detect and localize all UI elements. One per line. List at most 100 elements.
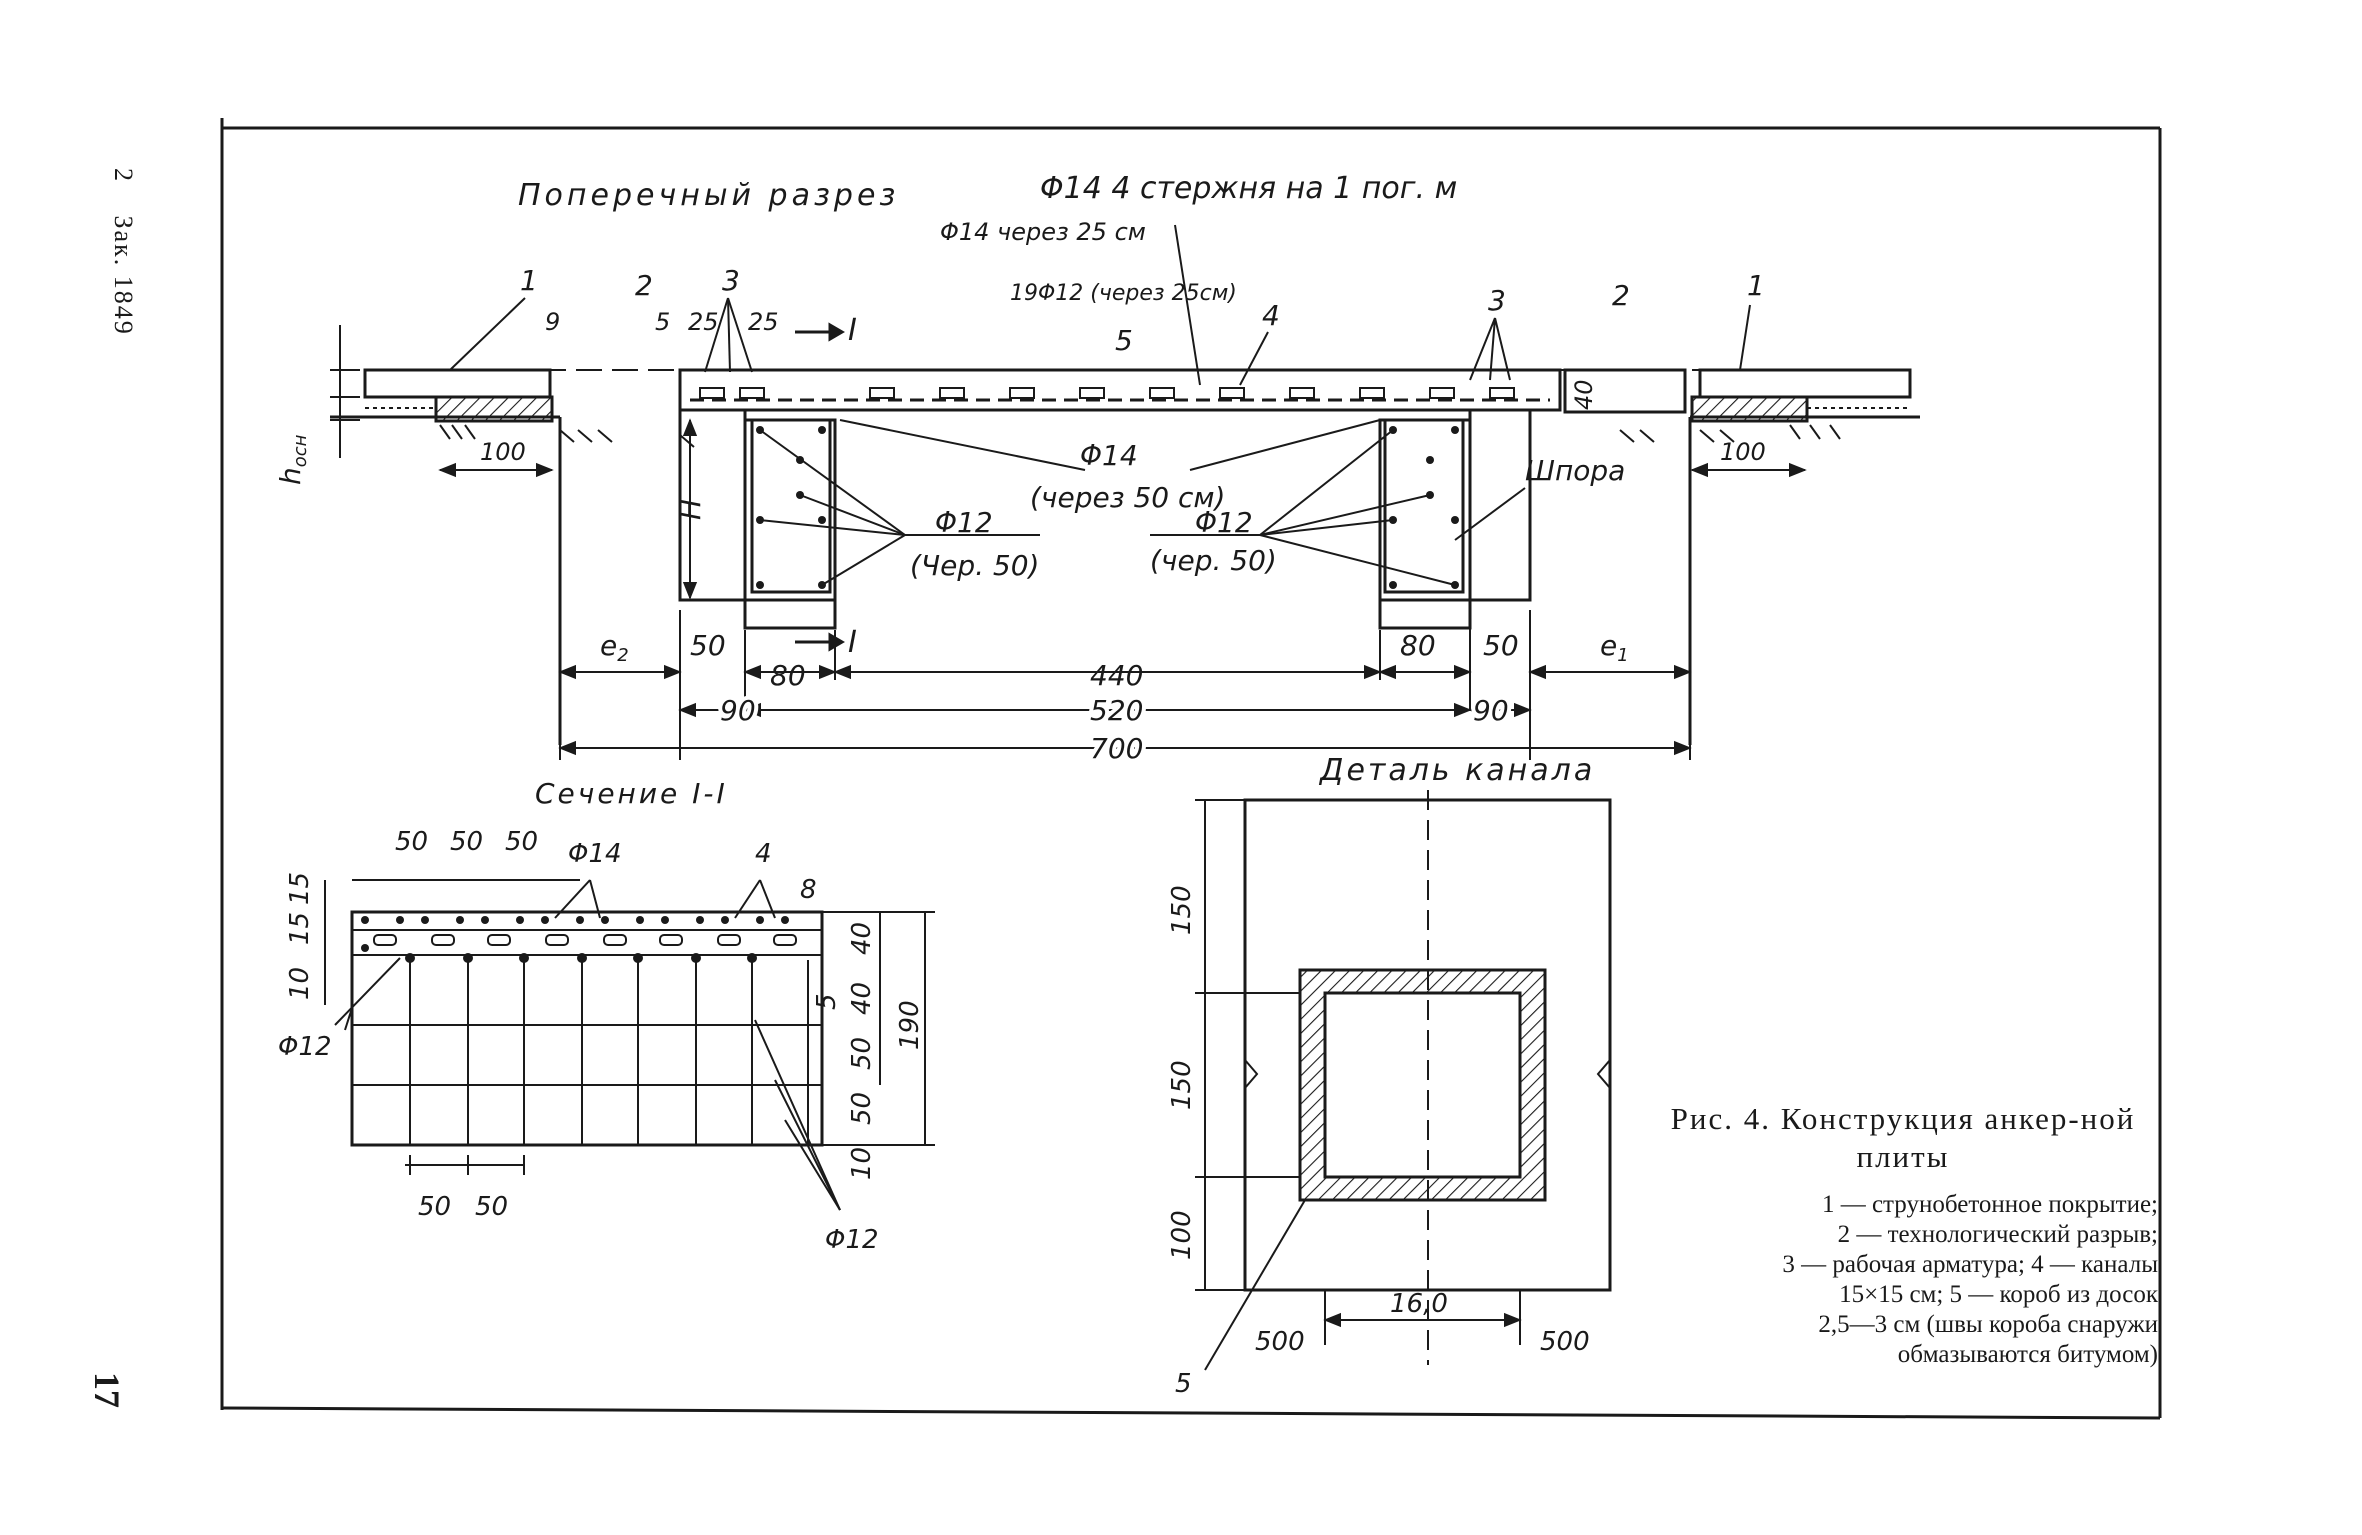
section-II-dim-right-50b: 50	[847, 1092, 877, 1125]
caption-line-6: обмазываются битумом)	[1897, 1341, 2158, 1368]
callout-3-left: 3	[722, 264, 740, 297]
dim-50-right: 50	[1483, 629, 1519, 662]
section-mark-bottom: I	[848, 625, 857, 660]
rebar-left	[756, 426, 826, 589]
channel-detail: Деталь канала 150 150 100 16,0 500 500 5	[1167, 753, 1612, 1399]
callout-1-right: 1	[1747, 269, 1765, 302]
dim-25b: 25	[748, 308, 779, 336]
dim-90-right: 90	[1473, 694, 1509, 727]
section-II-dim-right-40a: 40	[847, 922, 877, 955]
small-dims: 9 5 25 25 40 100 100	[480, 308, 1766, 466]
rebar-19-label: 19Φ12 (через 25см)	[1010, 281, 1237, 306]
dim-25a: 25	[688, 308, 719, 336]
section-II-rebar-left: Φ12	[278, 1032, 332, 1062]
anchor-slab	[678, 368, 1687, 414]
callout-leaders	[449, 224, 1751, 386]
rebar-right-note: (чер. 50)	[1150, 544, 1277, 577]
e2-label: e2	[600, 629, 629, 666]
section-II-rebars	[361, 916, 789, 963]
section-II-dim-left-15b: 15	[285, 912, 315, 945]
section-II: Сечение I-I	[278, 777, 935, 1255]
caption-line-3: 3 — рабочая арматура; 4 — каналы	[1782, 1251, 2158, 1278]
section-II-dim-right-5: 5	[812, 993, 842, 1010]
right-spur	[1378, 410, 1532, 630]
section-II-dim-right-50a: 50	[847, 1037, 877, 1070]
h-label: hосн	[274, 434, 311, 485]
dim-100-right: 100	[1720, 438, 1766, 466]
left-base	[434, 395, 554, 423]
section-II-leaders	[334, 879, 841, 1211]
dim-700: 700	[1090, 732, 1143, 765]
rebar-top-label: Φ14 4 стержня на 1 пог. м	[1040, 171, 1457, 206]
detail-dim-150a: 150	[1167, 885, 1197, 935]
dim-100-left: 100	[480, 438, 526, 466]
leader-lines-phi12	[759, 429, 1456, 586]
callout-2-left: 2	[635, 269, 653, 302]
channel-box	[1298, 968, 1547, 1202]
caption-line-2: 2 — технологический разрыв;	[1837, 1221, 2158, 1248]
rebar-labels: Φ14 4 стержня на 1 пог. м Φ14 через 25 с…	[910, 171, 1625, 582]
section-II-dim-bottom-1: 50	[418, 1192, 451, 1222]
dim-520: 520	[1090, 694, 1143, 727]
section-II-channels	[373, 934, 797, 946]
leader-lines-phi14	[839, 419, 1381, 471]
page-frame	[220, 118, 2162, 1420]
section-II-dim-left-10: 10	[285, 967, 315, 1000]
section-II-dim-top-2: 50	[450, 827, 483, 857]
bottom-dims: e2 50 80 440 80 50 e1 90 520 90 700	[600, 629, 1629, 769]
caption-line-5: 2,5—3 см (швы короба снаружи	[1818, 1311, 2158, 1338]
soil-hatching	[439, 424, 1841, 448]
section-II-rebar-top: Φ14	[568, 839, 622, 869]
slab-channels	[699, 387, 1515, 399]
section-II-dim-total: 190	[895, 1000, 925, 1050]
dim-50-left: 50	[690, 629, 726, 662]
left-pavement	[363, 368, 552, 399]
section-II-dim-bottom-2: 50	[475, 1192, 508, 1222]
caption-line-1: 1 — струнобетонное покрытие;	[1821, 1191, 2158, 1218]
dim-5: 5	[655, 308, 670, 336]
caption-title: Рис. 4. Конструкция анкер-ной плиты	[1670, 1101, 2136, 1174]
dim-40: 40	[1570, 379, 1598, 410]
section-II-rebar-bottom: Φ12	[825, 1225, 879, 1255]
callout-4: 4	[1262, 299, 1280, 332]
rebar-mid-label: Φ14	[1080, 439, 1138, 472]
detail-dim-width: 16,0	[1390, 1289, 1448, 1319]
section-II-dim-top-1: 50	[395, 827, 428, 857]
section-mark-top: I	[848, 313, 857, 348]
callout-numbers: 1 2 3 4 5 3 2 1	[520, 264, 1765, 357]
rebar-left-note: (Чер. 50)	[910, 549, 1039, 582]
callout-5: 5	[1115, 324, 1133, 357]
channel-detail-title: Деталь канала	[1318, 753, 1595, 788]
callout-2-right: 2	[1612, 279, 1630, 312]
cross-section: Поперечный разрез	[274, 171, 1920, 769]
detail-dim-left: 500	[1255, 1327, 1305, 1357]
section-II-dim-right-10: 10	[847, 1147, 877, 1180]
rebar-25-label: Φ14 через 25 см	[940, 218, 1146, 246]
rebar-right-label: Φ12	[1195, 506, 1253, 539]
detail-callout-5: 5	[1175, 1369, 1192, 1399]
detail-dim-150b: 150	[1167, 1060, 1197, 1110]
dim-80-right: 80	[1400, 629, 1436, 662]
callout-1-left: 1	[520, 264, 538, 297]
caption-line-4: 15×15 см; 5 — короб из досок	[1839, 1281, 2158, 1308]
detail-dim-100: 100	[1167, 1210, 1197, 1260]
detail-dim-right: 500	[1540, 1327, 1590, 1357]
rebar-left-label: Φ12	[935, 506, 993, 539]
callout-3-right: 3	[1488, 284, 1506, 317]
dim-80-left: 80	[770, 659, 806, 692]
dim-9: 9	[545, 308, 560, 336]
section-II-dim-lines	[324, 879, 935, 1175]
spur-label: Шпора	[1525, 454, 1625, 487]
e1-label: e1	[1600, 629, 1629, 666]
section-II-callout-4: 4	[755, 839, 772, 869]
section-II-dim-right-40b: 40	[847, 982, 877, 1015]
figure-caption: Рис. 4. Конструкция анкер-ной плиты 1 — …	[1648, 1100, 2158, 1370]
right-base	[1690, 395, 1809, 423]
section-II-dim-top-3: 50	[505, 827, 538, 857]
dim-90-left: 90	[720, 694, 756, 727]
section-II-callout-8: 8	[800, 875, 817, 905]
section-II-outline	[350, 910, 824, 1147]
left-vertical-dims	[330, 325, 360, 458]
section-II-dim-left-15a: 15	[285, 872, 315, 905]
